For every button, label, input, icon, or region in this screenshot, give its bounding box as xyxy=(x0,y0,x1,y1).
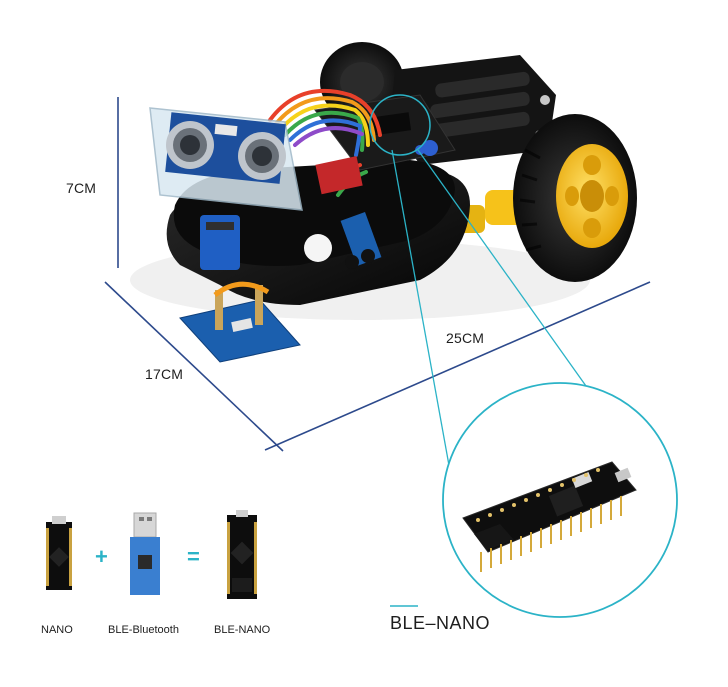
servo-motor xyxy=(200,215,240,270)
nano-label: NANO xyxy=(41,624,73,636)
zoom-circle xyxy=(442,382,678,618)
ble-bluetooth-label: BLE-Bluetooth xyxy=(108,624,179,636)
callout-line-left xyxy=(391,149,453,483)
line-tracking-sensor xyxy=(340,212,382,269)
width-dimension-label: 17CM xyxy=(145,366,184,382)
length-dimension-line xyxy=(264,281,651,451)
chassis-hole xyxy=(304,234,332,262)
ultrasonic-sensor xyxy=(149,107,303,211)
length-dimension-label: 25CM xyxy=(446,330,485,346)
width-dimension-line xyxy=(104,281,284,452)
wire-bundle xyxy=(268,88,382,197)
ultrasonic-right-eye xyxy=(238,132,286,180)
ble-nano-board-small xyxy=(227,510,257,599)
zoom-caption: BLE–NANO xyxy=(390,613,491,633)
ultrasonic-left-eye xyxy=(166,121,214,169)
highlight-ring xyxy=(369,94,431,156)
nano-board-small xyxy=(46,516,72,590)
expansion-board xyxy=(315,156,363,195)
plus-symbol: + xyxy=(95,544,108,569)
height-dimension-label: 7CM xyxy=(66,180,97,196)
ble-nano-board-large xyxy=(462,461,637,572)
front-right-wheel xyxy=(513,114,637,282)
infrared-board xyxy=(179,281,301,363)
ble-nano-label: BLE-NANO xyxy=(214,624,271,636)
ble-bluetooth-dongle xyxy=(130,512,160,595)
equals-symbol: = xyxy=(187,544,200,569)
dimension-lines xyxy=(104,97,651,452)
